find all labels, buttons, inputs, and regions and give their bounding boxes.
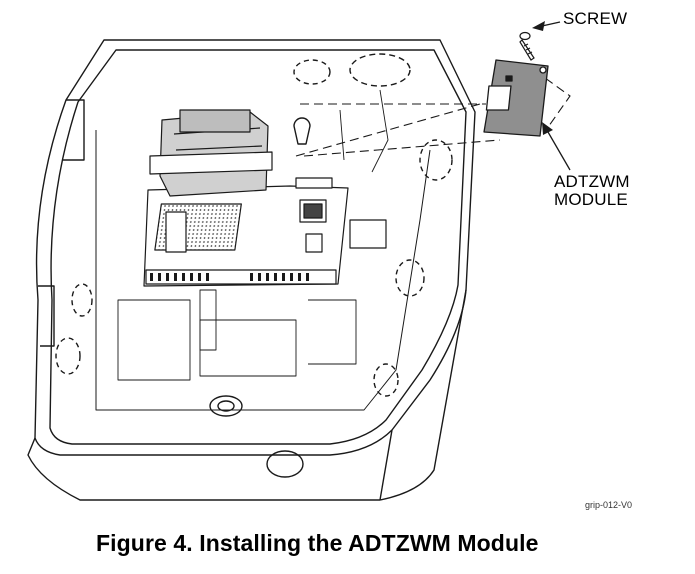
leader-lines [532, 21, 571, 171]
knockout-right-3 [373, 363, 399, 397]
enclosure-inner-rim [49, 49, 467, 445]
left-notch-lower [38, 285, 55, 347]
knockout-bottom [266, 450, 304, 478]
enclosure-floor [95, 130, 431, 411]
screw-icon [519, 31, 535, 61]
screw-callout: SCREW [563, 9, 628, 28]
left-notch-upper [62, 99, 85, 161]
enclosure-body [27, 289, 467, 501]
knockout-top-2 [349, 53, 411, 87]
module-leader [547, 131, 571, 171]
drawing-code: grip-012-V0 [585, 500, 633, 510]
screw-leader [541, 21, 561, 27]
module-chip [485, 85, 512, 111]
module-connector [295, 177, 333, 189]
enclosure-outer-rim [34, 39, 476, 456]
knockout-right-1 [419, 139, 453, 181]
control-board [143, 109, 349, 287]
terminal-strip [145, 269, 337, 285]
terminal-pins [150, 273, 309, 281]
knockout-right-2 [395, 259, 425, 297]
knockout-top-1 [293, 59, 331, 85]
keyhole-slot [293, 117, 311, 145]
screw-arrowhead [532, 21, 545, 31]
module-callout-line2: MODULE [554, 190, 628, 209]
enclosure [27, 39, 476, 501]
module-callout-line1: ADTZWM [554, 172, 630, 191]
board-component-left [165, 211, 187, 253]
figure-caption: Figure 4. Installing the ADTZWM Module [96, 530, 539, 556]
knockout-left-1 [55, 337, 81, 375]
adtzwm-module [483, 59, 549, 137]
mounting-slot [209, 395, 243, 417]
knockout-left-2 [71, 283, 93, 317]
board-component-right [305, 233, 323, 253]
module-arrowhead [542, 122, 553, 135]
install-guide-lines [295, 69, 571, 157]
